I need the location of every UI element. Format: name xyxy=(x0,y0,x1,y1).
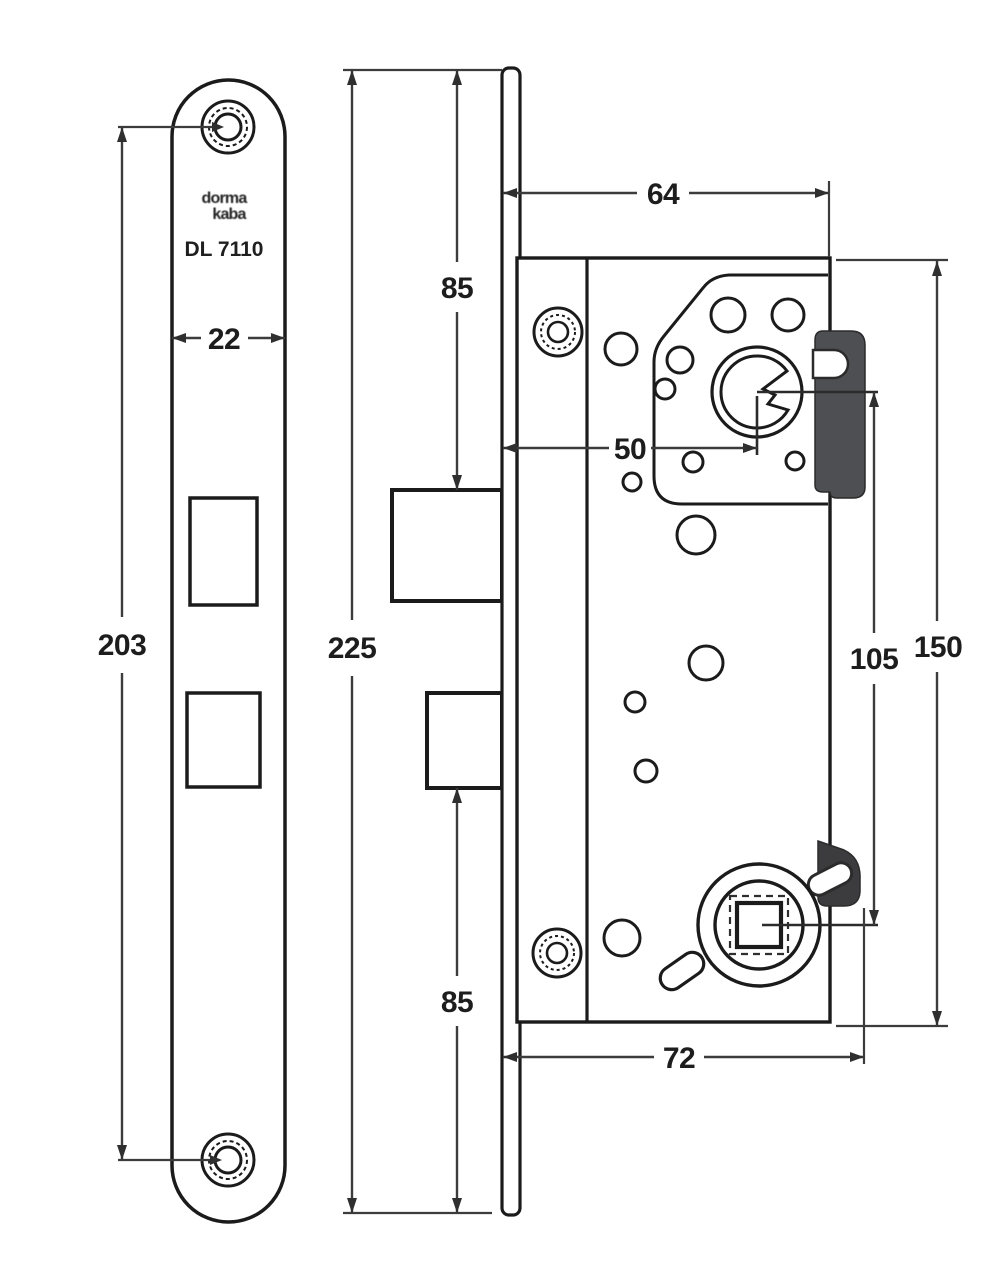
dimension-overall-depth: 72 xyxy=(503,908,866,1075)
brand-logo-line2: kaba xyxy=(212,206,246,223)
dim-label-cylinder-to-follower: 105 xyxy=(850,643,899,676)
dimension-screw-hole-spacing: 203 xyxy=(98,122,224,1165)
dimension-case-height: 150 xyxy=(836,258,963,1028)
latch-side-view xyxy=(390,488,504,603)
dimension-cylinder-to-follower: 105 xyxy=(850,392,899,925)
dim-label-faceplate-length: 225 xyxy=(328,632,377,665)
dim-label-overall-depth: 72 xyxy=(663,1042,695,1075)
dimension-bolt-to-bottom: 85 xyxy=(441,788,474,1213)
dim-label-top-to-latch: 85 xyxy=(441,272,473,305)
case-screw-post-top xyxy=(532,306,584,358)
case-screw-post-bottom xyxy=(531,927,583,979)
dimension-faceplate-length: 225 xyxy=(328,70,377,1213)
spindle-hub xyxy=(696,862,822,988)
dim-label-bolt-to-bottom: 85 xyxy=(441,986,473,1019)
dimension-case-depth: 64 xyxy=(503,178,831,257)
model-label: DL 7110 xyxy=(184,238,263,261)
dimension-top-to-latch: 85 xyxy=(441,70,474,490)
deadbolt-cutout xyxy=(185,691,262,789)
dim-label-faceplate-width: 22 xyxy=(208,323,240,356)
faceplate-outline xyxy=(170,78,287,1224)
dimension-backset: 50 xyxy=(503,433,757,466)
deadbolt-side-view xyxy=(425,691,504,790)
latch-bolt xyxy=(811,330,866,499)
faceplate-front-view: dorma kaba DL 7110 xyxy=(170,78,287,1224)
dim-label-backset: 50 xyxy=(614,433,646,466)
dim-label-screw-hole-spacing: 203 xyxy=(98,629,147,662)
lever-slot xyxy=(658,950,706,992)
dim-label-case-depth: 64 xyxy=(647,178,680,211)
brand-logo-line1: dorma xyxy=(202,190,248,207)
snib-trigger xyxy=(806,839,861,907)
mechanism-holes xyxy=(602,296,806,958)
dimension-faceplate-width: 22 xyxy=(172,323,285,356)
lock-case-view xyxy=(515,256,878,1024)
latch-cutout xyxy=(188,496,259,607)
mechanism-plate-outline xyxy=(652,273,828,506)
dim-label-case-height: 150 xyxy=(914,631,963,664)
latch-guard-pin-slot xyxy=(811,348,850,380)
